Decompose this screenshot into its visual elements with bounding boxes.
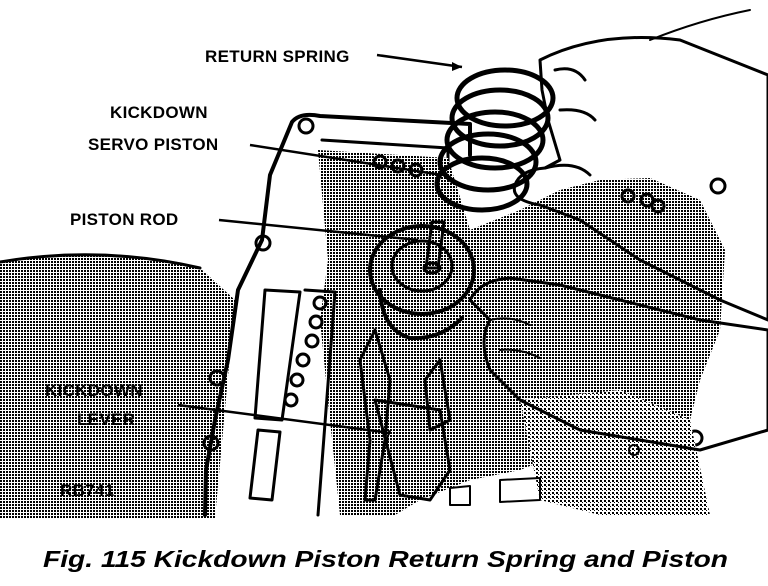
kickdown-servo-piston bbox=[368, 224, 476, 341]
label-kickdown-servo-piston-line2: SERVO PISTON bbox=[88, 135, 219, 154]
lower-hand bbox=[468, 276, 768, 452]
label-kickdown-lever-line2: LEVER bbox=[77, 410, 135, 429]
kickdown-lever bbox=[358, 328, 452, 502]
figure-caption: Fig. 115 Kickdown Piston Return Spring a… bbox=[43, 546, 728, 572]
leader-lines bbox=[177, 53, 463, 434]
label-return-spring: RETURN SPRING bbox=[205, 47, 350, 66]
figure-code: RB741 bbox=[60, 481, 114, 500]
label-kickdown-servo-piston-line1: KICKDOWN bbox=[110, 103, 208, 122]
lower-detail bbox=[449, 477, 541, 506]
label-kickdown-lever-line1: KICKDOWN bbox=[45, 381, 143, 400]
piston-rod bbox=[422, 220, 446, 275]
upper-hand bbox=[512, 9, 768, 322]
label-piston-rod: PISTON ROD bbox=[70, 210, 178, 229]
transmission-case-left bbox=[0, 253, 235, 518]
plate-channels bbox=[248, 154, 666, 517]
